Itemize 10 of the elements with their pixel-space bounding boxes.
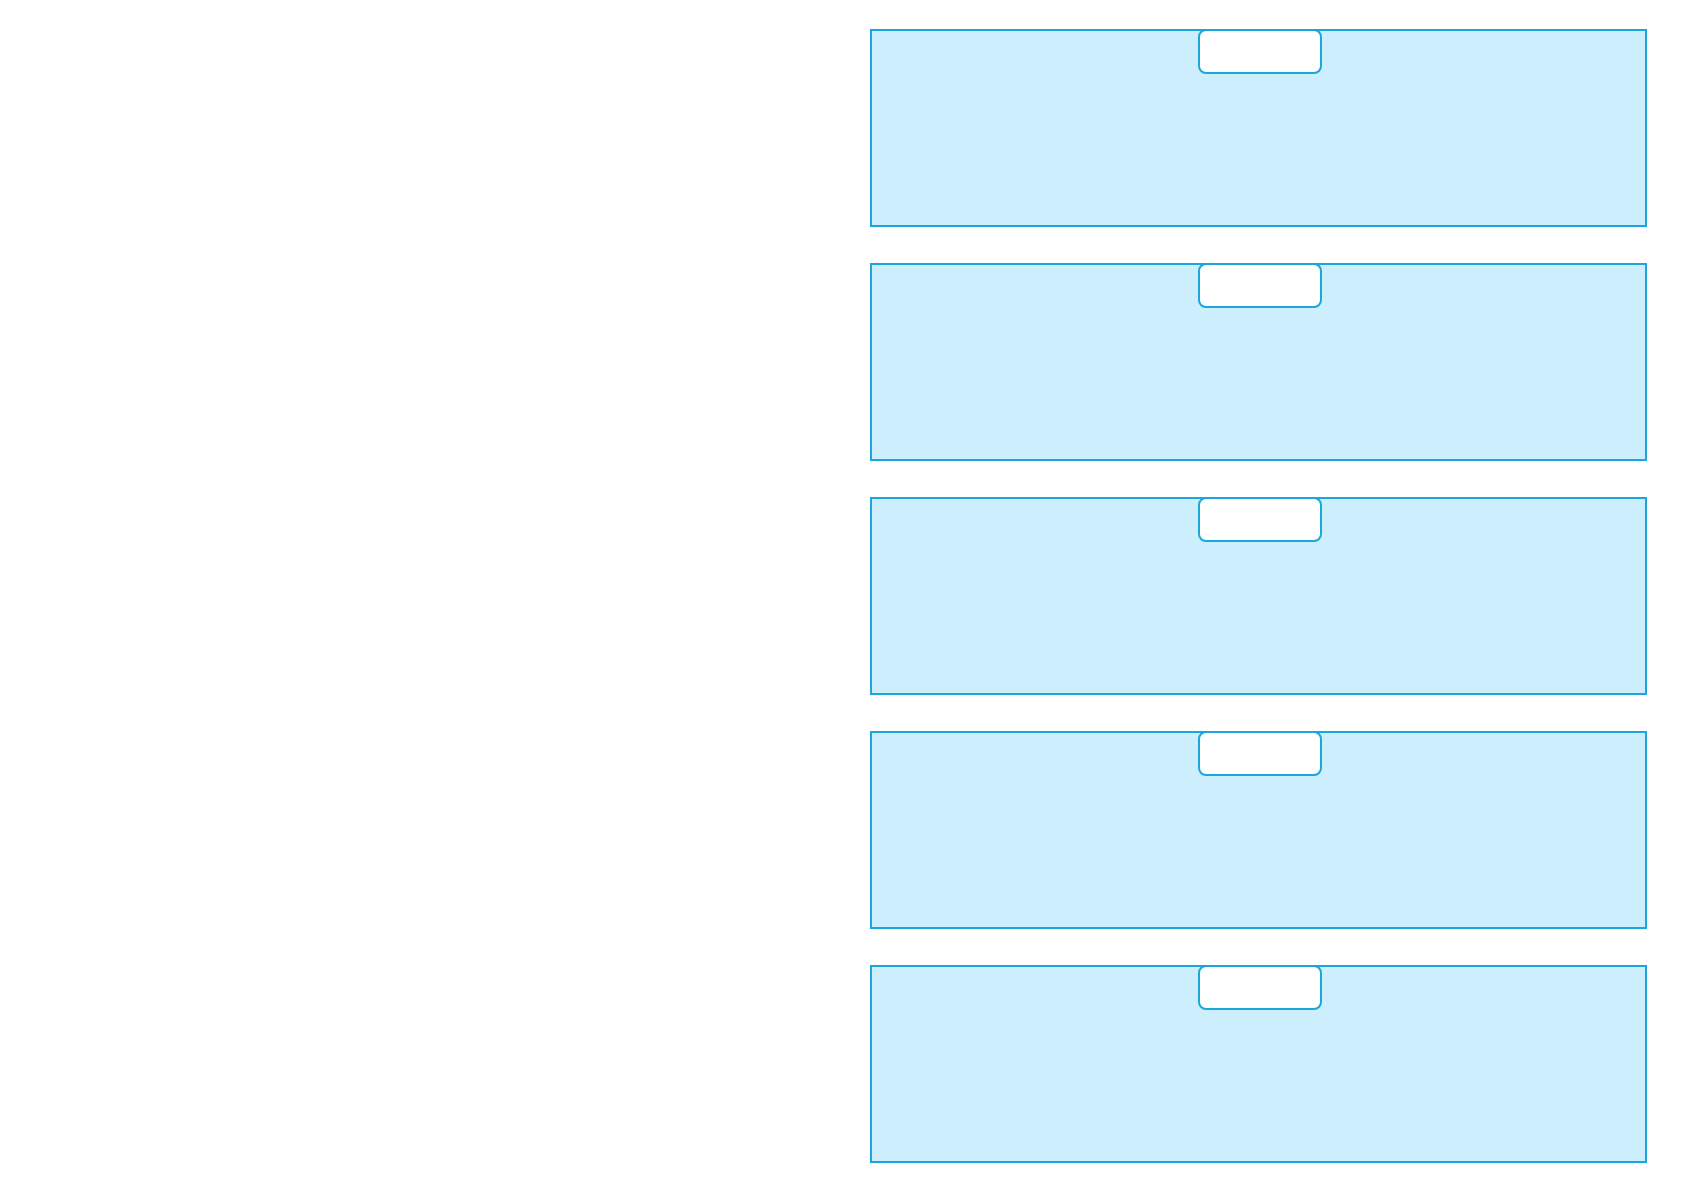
panel-box [870,263,1647,461]
tab-box [1198,263,1322,308]
tab-box [1198,497,1322,542]
panel-box [870,497,1647,695]
panel-box [870,731,1647,929]
tab-box [1198,731,1322,776]
tab-box [1198,965,1322,1010]
panel-box [870,29,1647,227]
panel-box [870,965,1647,1163]
tab-box [1198,29,1322,74]
